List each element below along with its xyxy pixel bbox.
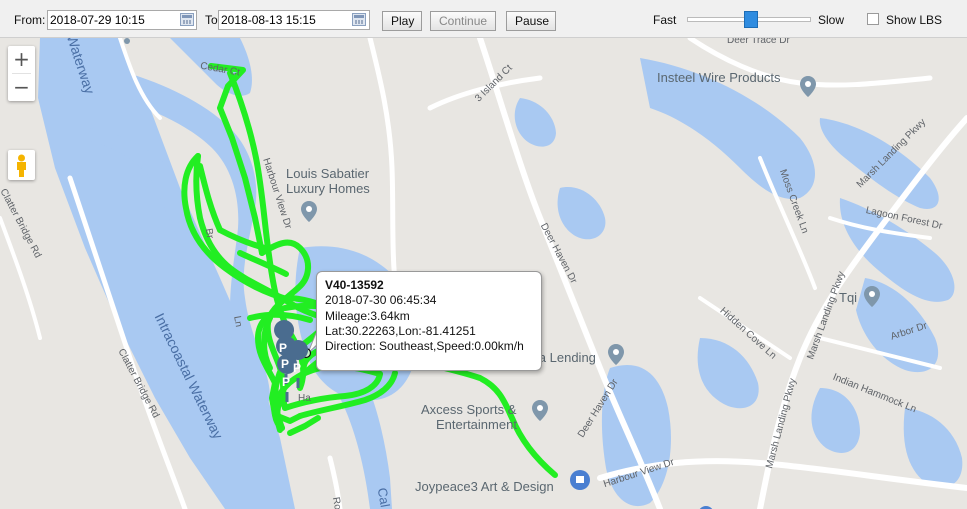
pegman-icon xyxy=(17,154,26,177)
to-datetime-input[interactable] xyxy=(218,10,370,30)
popup-mileage: Mileage:3.64km xyxy=(325,308,410,323)
popup-title: V40-13592 xyxy=(325,278,533,293)
roads xyxy=(0,38,967,509)
place-label-joypeace[interactable]: Joypeace3 Art & Design xyxy=(415,479,554,494)
parking-letter: P xyxy=(282,375,291,389)
continue-button[interactable]: Continue xyxy=(430,11,496,31)
map-view[interactable]: P P P P Insteel Wire Products Louis Saba… xyxy=(0,38,967,509)
place-label-louis-1[interactable]: Louis Sabatier xyxy=(286,166,370,181)
place-label-axcess-2[interactable]: Entertainment xyxy=(436,417,517,432)
slow-label: Slow xyxy=(818,13,845,27)
pause-button[interactable]: Pause xyxy=(506,11,556,31)
place-label-louis-2[interactable]: Luxury Homes xyxy=(286,181,370,196)
show-lbs-checkbox[interactable] xyxy=(867,13,879,25)
show-lbs-label: Show LBS xyxy=(886,13,943,27)
street-label: Br xyxy=(202,227,216,240)
place-pin-icons[interactable] xyxy=(124,38,880,509)
parking-letter: P xyxy=(279,341,288,355)
zoom-in-button[interactable]: + xyxy=(13,47,30,71)
zoom-control: + − xyxy=(8,46,35,101)
vehicle-info-popup: V40-13592 2018-07-30 06:45:34 Mileage:3.… xyxy=(316,271,542,371)
popup-datetime: 2018-07-30 06:45:34 xyxy=(325,293,437,308)
street-label: Ha xyxy=(298,393,311,404)
device-id: 13592 xyxy=(350,278,384,292)
parking-letter: P xyxy=(293,361,302,375)
popup-direction: Direction: Southeast,Speed:0.00km/h xyxy=(325,339,524,354)
parking-markers[interactable] xyxy=(274,320,309,402)
zoom-out-button[interactable]: − xyxy=(13,75,30,99)
device-prefix: V40- xyxy=(325,278,351,292)
speed-slider-thumb[interactable] xyxy=(744,11,759,28)
popup-latlon: Lat:30.22263,Lon:-81.41251 xyxy=(325,323,476,338)
street-label: Cal xyxy=(374,486,393,509)
street-view-pegman[interactable] xyxy=(8,150,35,180)
street-label: Ro xyxy=(329,496,343,509)
play-button[interactable]: Play xyxy=(382,11,422,31)
to-label: To xyxy=(205,13,218,27)
calendar-icon[interactable] xyxy=(180,13,194,26)
street-label: Deer Trace Dr xyxy=(727,38,790,46)
fast-label: Fast xyxy=(653,13,677,27)
playback-toolbar: From: To Play Continue Pause Fast Slow S… xyxy=(0,0,967,38)
zoom-divider xyxy=(12,73,31,74)
from-label: From: xyxy=(14,13,46,27)
place-label-insteel[interactable]: Insteel Wire Products xyxy=(657,70,781,85)
from-datetime-input[interactable] xyxy=(47,10,197,30)
parking-letter: P xyxy=(281,357,290,371)
calendar-icon[interactable] xyxy=(352,13,366,26)
street-label: Ln xyxy=(231,315,244,328)
place-label-axcess-1[interactable]: Axcess Sports & xyxy=(421,402,517,417)
place-label-tqi[interactable]: Tqi xyxy=(839,290,858,305)
